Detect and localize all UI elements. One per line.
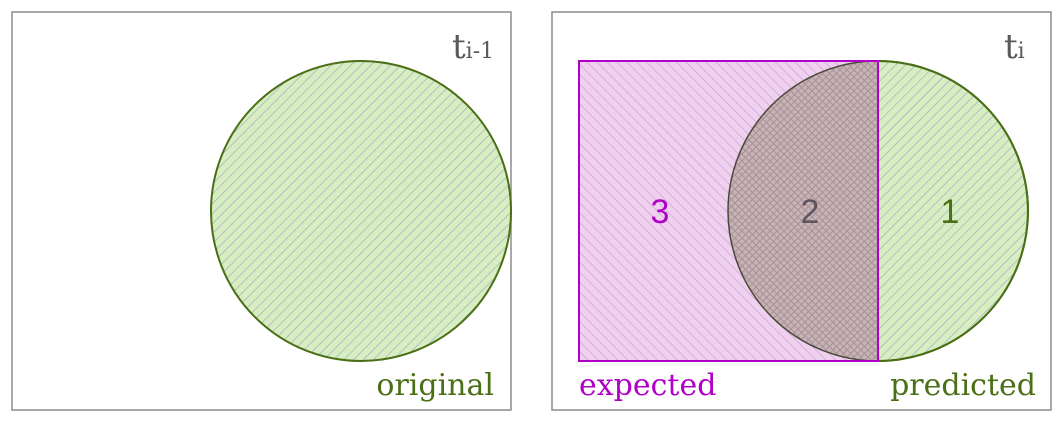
left-panel: ti-1 original [11, 11, 512, 411]
predicted-caption: predicted [890, 368, 1036, 403]
original-circle [210, 60, 512, 362]
region-2-label: 2 [801, 193, 820, 231]
right-panel: 3 2 1 ti expected predicted [551, 11, 1052, 411]
right-time-label: ti [1004, 27, 1025, 67]
expected-rect-outline [578, 60, 879, 362]
left-time-label: ti-1 [452, 27, 494, 67]
overlap-region [727, 60, 879, 362]
original-caption: original [376, 368, 494, 403]
region-1-label: 1 [941, 193, 960, 231]
expected-caption: expected [579, 368, 716, 403]
region-3-label: 3 [651, 193, 670, 231]
predicted-outline [877, 60, 1029, 362]
